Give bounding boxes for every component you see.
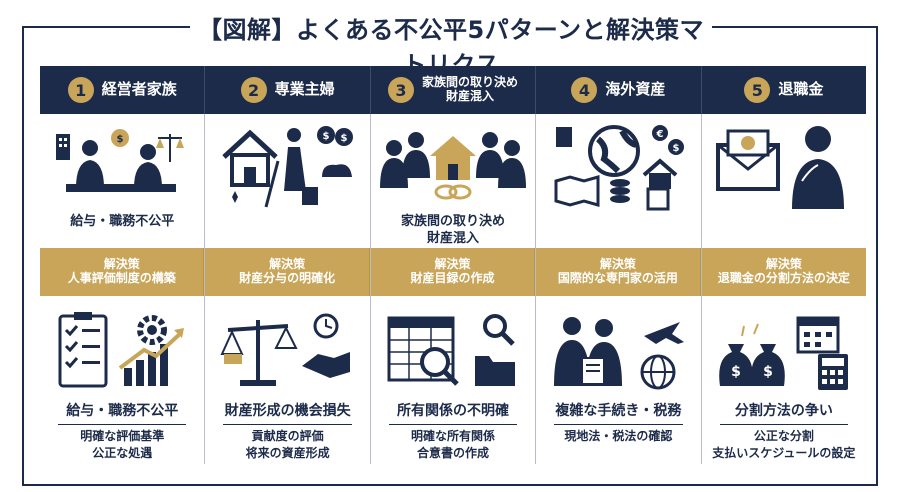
header-cell-3: 3 家族間の取り決め 財産混入 [371,66,537,114]
retirement-envelope-icon [702,118,866,214]
problem-top-line2: 財産混入 [427,230,480,246]
solution-band: 解決策 財産目録の作成 [370,248,536,296]
money-calendar-icon: $ $ [702,304,866,400]
solution-label: 解決策 [434,257,471,271]
number-badge: 1 [67,77,94,103]
detail-list: 明確な所有関係 合意書の作成 [371,428,535,463]
header-label: 専業主婦 [274,80,335,99]
divider [58,424,187,425]
number-badge: 3 [388,77,414,103]
title-divider-left [22,26,190,28]
header-cell-1: 1 経営者家族 [40,66,206,114]
problem-bottom: 財産形成の機会損失 [224,403,351,419]
solution-text: 財産目録の作成 [410,271,495,286]
solution-label: 解決策 [269,257,306,271]
detail-list: 公正な分割 支払いスケジュールの設定 [702,428,866,463]
solution-label: 解決策 [599,257,636,271]
detail-item: 公正な処遇 [92,446,153,461]
svg-text:$: $ [340,133,347,144]
column-4: € $ 解決策 国際的な専門家の活用 [536,114,702,464]
number-badge: 5 [744,77,771,103]
detail-list: 明確な評価基準 公正な処遇 [40,428,204,463]
solution-band: 解決策 退職金の分割方法の決定 [701,248,867,296]
number-badge: 2 [240,77,267,103]
problem-bottom: 給与・職務不公平 [66,403,179,419]
solution-label: 解決策 [765,257,802,271]
header-label: 家族間の取り決め 財産混入 [422,75,519,104]
solution-text: 国際的な専門家の活用 [557,271,678,286]
detail-list: 貢献度の評価 将来の資産形成 [205,428,369,463]
problem-bottom: 複雑な手続き・税務 [555,403,682,419]
svg-text:$: $ [763,364,773,380]
solution-label: 解決策 [103,257,140,271]
detail-item: 現地法・税法の確認 [564,429,673,443]
title-divider-right [712,26,878,28]
problem-top: 家族間の取り決め 財産混入 [371,214,535,248]
svg-text:$: $ [673,143,680,154]
solution-text: 財産分与の明確化 [239,271,336,286]
detail-item: 明確な評価基準 [80,429,165,443]
detail-item: 明確な所有関係 [411,429,496,443]
header-cell-4: 4 海外資産 [536,66,702,114]
column-2: $ $ 解決策 財産分与の明確化 財産形成の機会損失 [205,114,371,464]
header-label: 退職金 [778,80,824,99]
detail-item: 将来の資産形成 [245,446,330,461]
svg-text:$: $ [117,134,124,145]
column-3: 家族間の取り決め 財産混入 解決策 財産目録の作成 所有関係の [370,114,537,464]
checklist-growth-icon [40,304,204,400]
header-row: 1 経営者家族 2 専業主婦 3 家族間の取り決め 財産混入 4 海外資産 5 … [40,66,866,114]
problem-top: 給与・職務不公平 [70,214,175,229]
housework-icon: $ $ [205,118,369,214]
svg-text:€: € [656,129,664,140]
solution-text: 人事評価制度の構築 [67,271,176,286]
divider [719,424,849,425]
globe-assets-icon: € $ [536,118,700,214]
header-label-line1: 家族間の取り決め [422,75,519,90]
solution-band: 解決策 国際的な専門家の活用 [536,248,701,296]
svg-text:$: $ [322,131,329,142]
divider [554,424,683,425]
solution-band: 解決策 人事評価制度の構築 [40,248,205,296]
header-cell-5: 5 退職金 [702,66,866,114]
number-badge: 4 [571,77,598,103]
business-meeting-icon: $ [40,118,204,214]
solution-band: 解決策 財産分与の明確化 [205,248,370,296]
matrix-frame [22,28,878,486]
spreadsheet-search-icon [371,304,535,400]
column-1: $ 給与・職務不公平 解決策 人事評価制度の構築 [40,114,206,464]
header-label-line2: 財産混入 [446,89,495,103]
detail-item: 支払いスケジュールの設定 [712,446,856,461]
svg-text:$: $ [731,364,741,380]
business-travel-icon [536,304,700,400]
header-label: 経営者家族 [101,80,177,99]
divider [223,424,352,425]
problem-bottom: 分割方法の争い [734,403,833,419]
problem-bottom: 所有関係の不明確 [397,403,510,419]
scale-handshake-icon [205,304,369,400]
header-label: 海外資産 [605,80,666,99]
divider [388,424,518,425]
detail-item: 貢献度の評価 [251,429,324,443]
header-cell-2: 2 専業主婦 [205,66,371,114]
solution-text: 退職金の分割方法の決定 [717,271,850,286]
detail-item: 合意書の作成 [417,446,490,461]
detail-list: 現地法・税法の確認 [536,428,700,445]
matrix-grid: $ 給与・職務不公平 解決策 人事評価制度の構築 [40,114,867,464]
detail-item: 公正な分割 [753,429,814,443]
family-house-icon [371,118,535,214]
column-5: 解決策 退職金の分割方法の決定 $ $ 分割方法の争い [701,114,867,464]
problem-top-line1: 家族間の取り決め [401,214,506,229]
